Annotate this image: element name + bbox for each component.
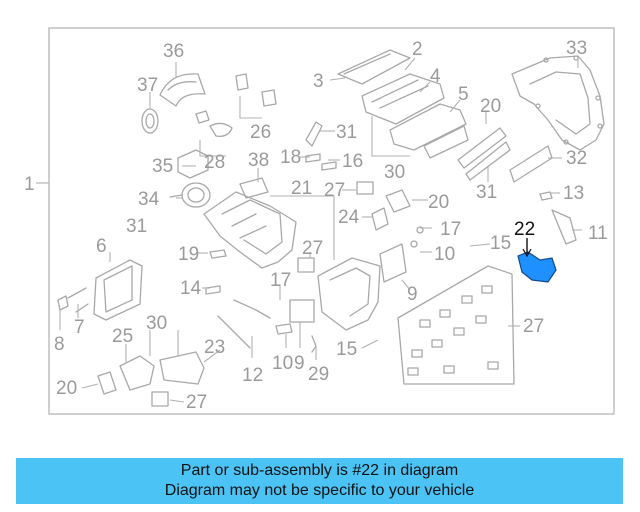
label-1: 1 bbox=[24, 174, 35, 195]
label-17: 17 bbox=[270, 270, 291, 291]
label-5: 5 bbox=[458, 84, 469, 105]
label-11: 11 bbox=[588, 223, 608, 244]
label-27: 27 bbox=[324, 180, 345, 201]
label-20: 20 bbox=[428, 192, 449, 213]
label-28: 28 bbox=[204, 152, 225, 173]
label-34: 34 bbox=[138, 189, 160, 210]
label-7: 7 bbox=[74, 317, 85, 338]
leader-lines bbox=[59, 56, 582, 403]
label-10: 10 bbox=[272, 353, 293, 374]
label-4: 4 bbox=[430, 66, 441, 87]
label-22-highlight: 22 bbox=[514, 219, 535, 240]
diagram-frame bbox=[48, 27, 615, 415]
label-30: 30 bbox=[146, 313, 167, 334]
label-19: 19 bbox=[178, 244, 199, 265]
label-26: 26 bbox=[250, 122, 271, 143]
label-30: 30 bbox=[384, 162, 405, 183]
banner-line-2: Diagram may not be specific to your vehi… bbox=[164, 482, 475, 499]
label-14: 14 bbox=[180, 278, 202, 299]
label-17: 17 bbox=[440, 219, 461, 240]
label-27: 27 bbox=[186, 392, 207, 413]
label-27: 27 bbox=[302, 238, 323, 259]
label-33: 33 bbox=[566, 38, 587, 59]
label-6: 6 bbox=[96, 236, 107, 257]
label-24: 24 bbox=[338, 207, 360, 228]
part-22-highlighted bbox=[517, 251, 557, 283]
part-drawings bbox=[57, 49, 605, 407]
label-3: 3 bbox=[313, 71, 324, 92]
label-8: 8 bbox=[54, 334, 65, 355]
label-15: 15 bbox=[490, 233, 511, 254]
banner-line-1: Part or sub-assembly is #22 in diagram bbox=[180, 462, 459, 479]
label-27: 27 bbox=[523, 316, 544, 337]
label-23: 23 bbox=[204, 337, 225, 358]
label-31: 31 bbox=[126, 216, 147, 237]
label-2: 2 bbox=[412, 39, 423, 60]
label-25: 25 bbox=[112, 326, 133, 347]
callout-labels: 36 37 26 2 3 4 5 20 33 31 28 35 38 18 16… bbox=[54, 38, 608, 413]
label-31: 31 bbox=[476, 182, 497, 203]
parts-diagram: 1 bbox=[24, 27, 615, 415]
label-18: 18 bbox=[280, 147, 301, 168]
label-12: 12 bbox=[242, 365, 263, 386]
label-10: 10 bbox=[434, 244, 455, 265]
label-21: 21 bbox=[291, 178, 312, 199]
label-32: 32 bbox=[566, 148, 587, 169]
label-38: 38 bbox=[248, 150, 269, 171]
label-20: 20 bbox=[480, 96, 501, 117]
label-13: 13 bbox=[563, 183, 584, 204]
label-35: 35 bbox=[152, 156, 173, 177]
label-20: 20 bbox=[56, 378, 77, 399]
label-36: 36 bbox=[163, 41, 184, 62]
info-banner: Part or sub-assembly is #22 in diagram D… bbox=[16, 458, 623, 504]
label-37: 37 bbox=[137, 75, 158, 96]
label-31: 31 bbox=[336, 122, 357, 143]
label-9: 9 bbox=[407, 284, 418, 305]
label-16: 16 bbox=[342, 151, 363, 172]
label-15: 15 bbox=[336, 339, 357, 360]
label-9: 9 bbox=[294, 353, 305, 374]
label-29: 29 bbox=[308, 364, 329, 385]
